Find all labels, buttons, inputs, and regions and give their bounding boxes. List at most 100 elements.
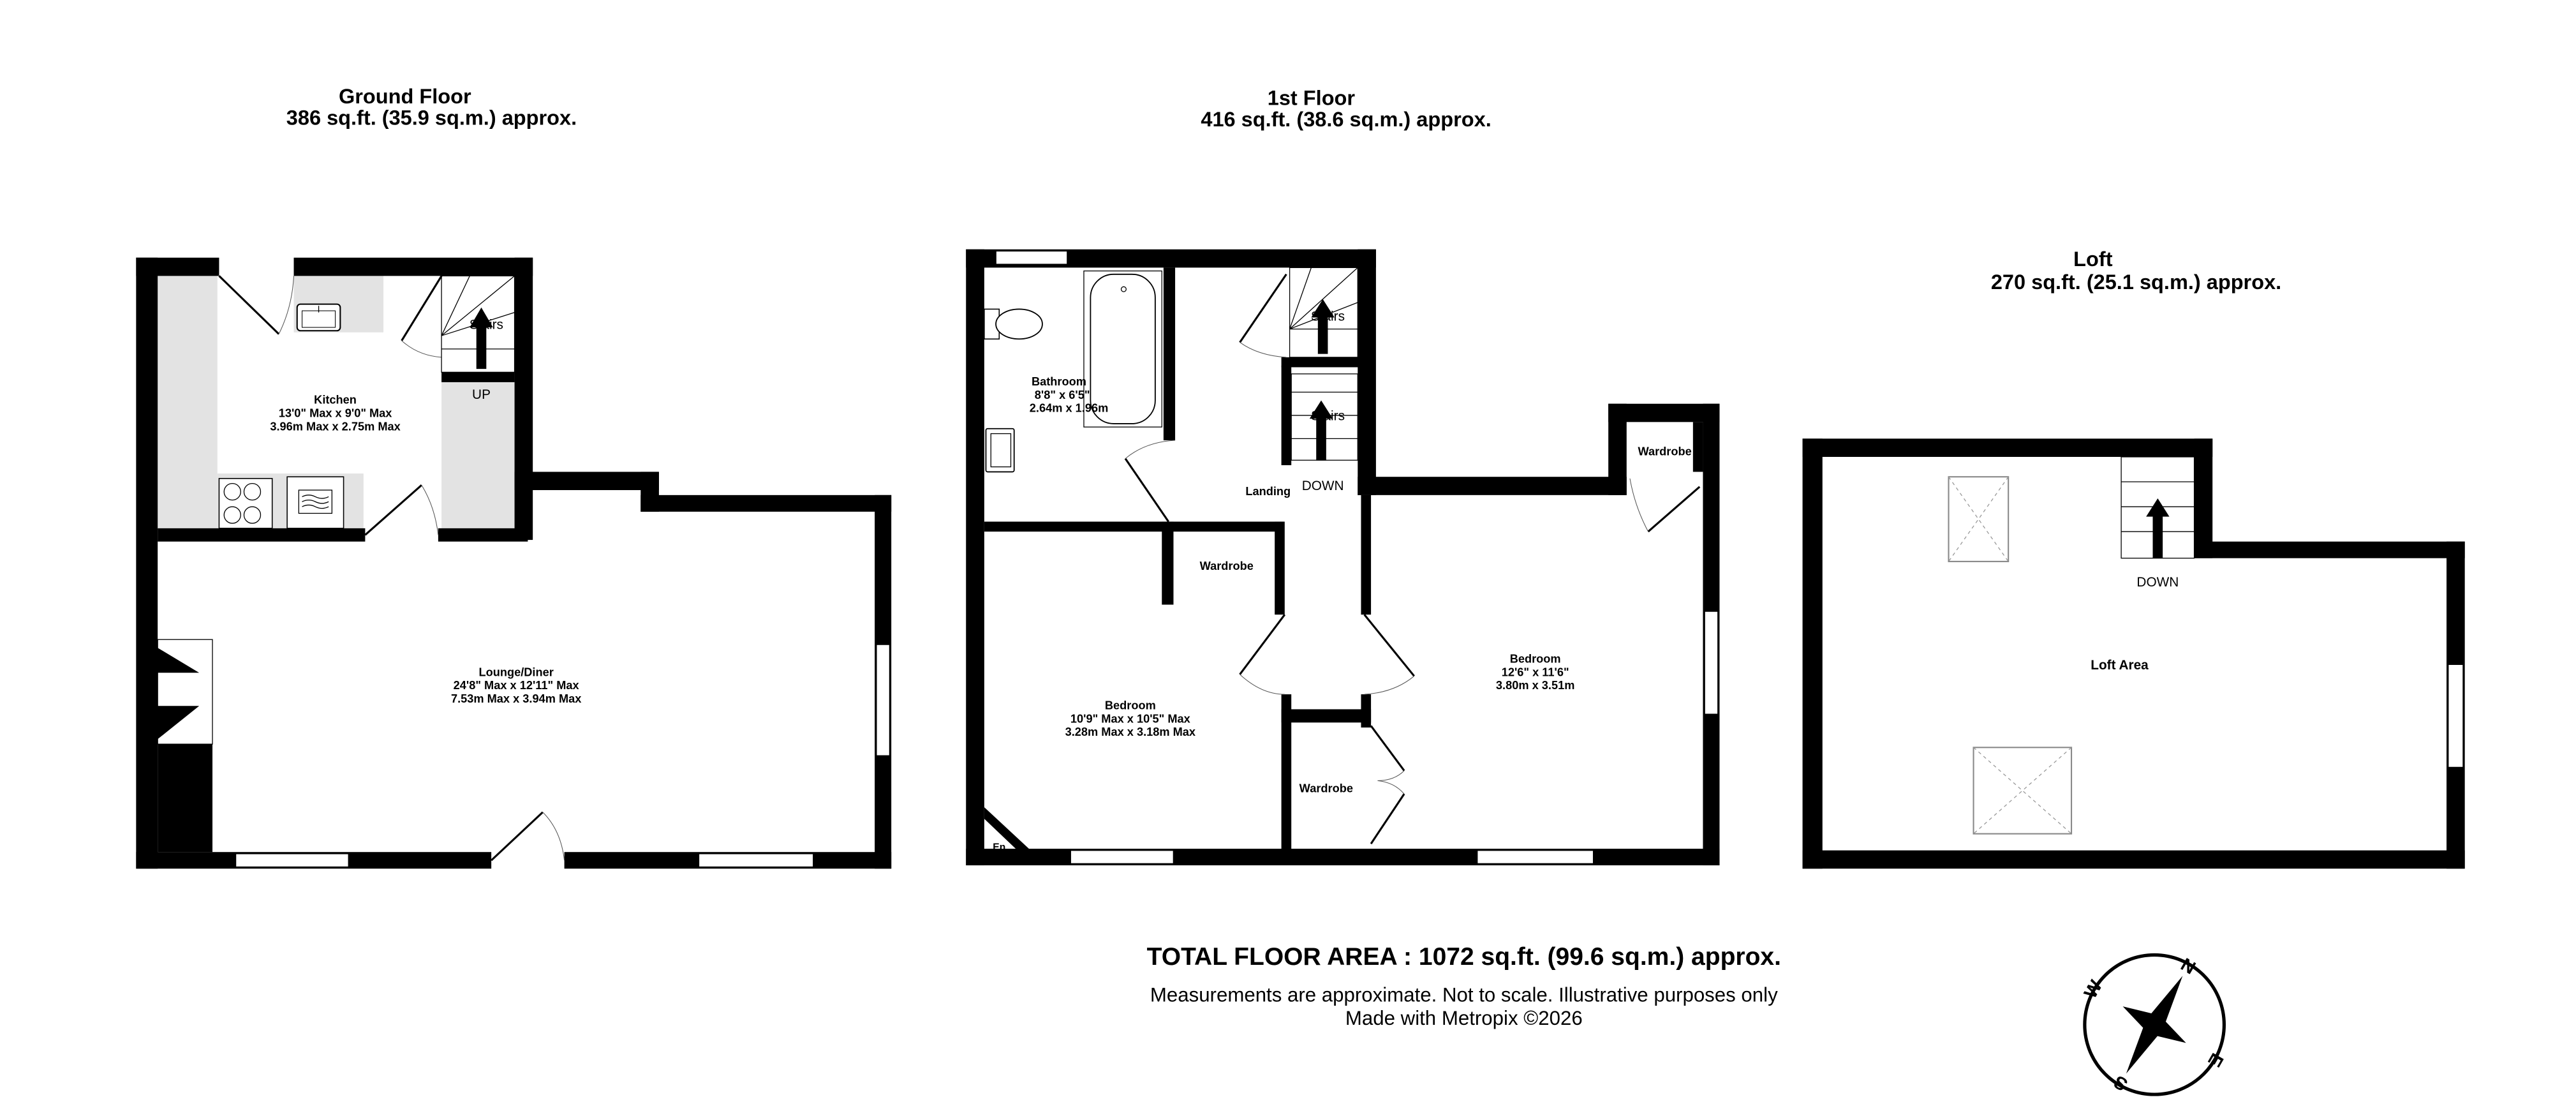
window (698, 853, 814, 868)
wall (1692, 422, 1703, 472)
window (1476, 849, 1594, 865)
stairs: Stairs (1289, 267, 1358, 358)
loft-area-name: Loft Area (2091, 658, 2149, 673)
wardrobe-door[interactable] (1370, 780, 1405, 845)
oven-icon (286, 476, 344, 529)
first-floor: 1st Floor 416 sq.ft. (38.6 sq.m.) approx… (966, 86, 1720, 866)
door[interactable] (1239, 273, 1287, 358)
stairs: DOWN (2121, 456, 2195, 590)
wall (1281, 365, 1292, 465)
wall (1358, 249, 1376, 495)
door[interactable] (1363, 614, 1415, 695)
loft: Loft 270 sq.ft. (25.1 sq.m.) approx. DOW… (1802, 248, 2465, 869)
wardrobe-label: Wardrobe (1200, 560, 1254, 572)
window (235, 853, 350, 868)
wall (136, 257, 158, 869)
compass-n: N (2177, 955, 2199, 979)
bedroom2-metric: 3.80m x 3.51m (1496, 679, 1574, 692)
window (995, 250, 1068, 265)
wall (1608, 403, 1720, 422)
arrow-up-icon (1309, 400, 1333, 461)
wall (1361, 495, 1372, 615)
window (875, 644, 891, 757)
lounge-metric: 7.53m Max x 3.94m Max (451, 692, 581, 705)
stairs: Stairs UP (441, 275, 515, 402)
wall (441, 372, 515, 382)
kitchen-imperial: 13'0" Max x 9'0" Max (279, 407, 392, 420)
window (2447, 664, 2464, 768)
wall (2194, 541, 2465, 558)
ground-floor-area: 386 sq.ft. (35.9 sq.m.) approx. (286, 107, 577, 130)
stairs-label: Stairs (1311, 409, 1345, 424)
wardrobe-door[interactable] (1629, 478, 1701, 533)
ensuite-label: En (993, 842, 1005, 853)
wall (984, 521, 1284, 532)
bedroom1-imperial: 10'9" Max x 10'5" Max (1070, 712, 1190, 725)
wall (2194, 438, 2213, 558)
disclaimer: Measurements are approximate. Not to sca… (1150, 983, 1778, 1006)
wall (1358, 477, 1627, 495)
arrow-up-icon (1311, 299, 1335, 354)
total-floor-area: TOTAL FLOOR AREA : 1072 sq.ft. (99.6 sq.… (1147, 943, 1781, 971)
bedroom1-metric: 3.28m Max x 3.18m Max (1065, 726, 1195, 738)
loft-title: Loft (2073, 248, 2113, 271)
wall (1361, 694, 1372, 728)
down-label: DOWN (2136, 575, 2179, 590)
compass-icon: N E S W (2080, 953, 2227, 1096)
wall (1163, 267, 1176, 440)
bedroom2-imperial: 12'6" x 11'6" (1502, 666, 1569, 678)
kitchen-name: Kitchen (314, 394, 357, 406)
door[interactable] (1124, 440, 1176, 523)
skylight (1973, 747, 2073, 835)
credit: Made with Metropix ©2026 (1345, 1007, 1583, 1029)
door[interactable] (401, 275, 443, 358)
bathroom-metric: 2.64m x 1.96m (1030, 402, 1108, 415)
landing-label: Landing (1245, 485, 1291, 498)
down-label: DOWN (1302, 479, 1344, 493)
first-floor-area: 416 sq.ft. (38.6 sq.m.) approx. (1201, 108, 1491, 131)
wall (1802, 438, 2213, 457)
bathtub-icon (1083, 270, 1162, 428)
window (1704, 611, 1719, 715)
wall (514, 257, 533, 540)
wall (966, 249, 984, 866)
wall (136, 257, 219, 276)
door[interactable] (218, 275, 295, 335)
wall (1802, 850, 2465, 869)
wall (1281, 357, 1359, 368)
hob-icon (218, 478, 273, 529)
wall (1162, 521, 1174, 605)
compass-w: W (2080, 977, 2106, 1002)
ground-floor: Ground Floor 386 sq.ft. (35.9 sq.m.) app… (136, 85, 892, 869)
wall (984, 807, 1031, 851)
wall (1281, 694, 1292, 853)
compass-e: E (2203, 1050, 2227, 1071)
first-floor-title: 1st Floor (1268, 86, 1356, 109)
wardrobe-door[interactable] (1370, 725, 1405, 781)
door[interactable] (1239, 614, 1286, 695)
stairs-label: Stairs (470, 318, 503, 332)
fireplace-icon (157, 639, 213, 853)
lounge-name: Lounge/Diner (479, 666, 554, 678)
kitchen-counter (441, 382, 515, 528)
skylight (1948, 476, 2010, 562)
toilet-icon (984, 308, 1043, 340)
wardrobe-label: Wardrobe (1638, 445, 1691, 458)
wall (1281, 709, 1372, 723)
wall (438, 528, 528, 542)
bathroom-name: Bathroom (1032, 375, 1086, 388)
wall (1802, 438, 1823, 869)
arrow-up-icon (2146, 498, 2170, 558)
bedroom2-name: Bedroom (1510, 653, 1561, 666)
wall (514, 472, 659, 491)
sink-icon (296, 303, 341, 332)
compass-s: S (2110, 1071, 2131, 1094)
lounge-imperial: 24'8" Max x 12'11" Max (454, 679, 579, 692)
door[interactable] (491, 811, 565, 861)
window (1070, 849, 1174, 865)
door[interactable] (364, 484, 439, 536)
loft-area: 270 sq.ft. (25.1 sq.m.) approx. (1991, 271, 2281, 294)
wall (158, 528, 366, 542)
arrow-up-icon (470, 307, 493, 369)
